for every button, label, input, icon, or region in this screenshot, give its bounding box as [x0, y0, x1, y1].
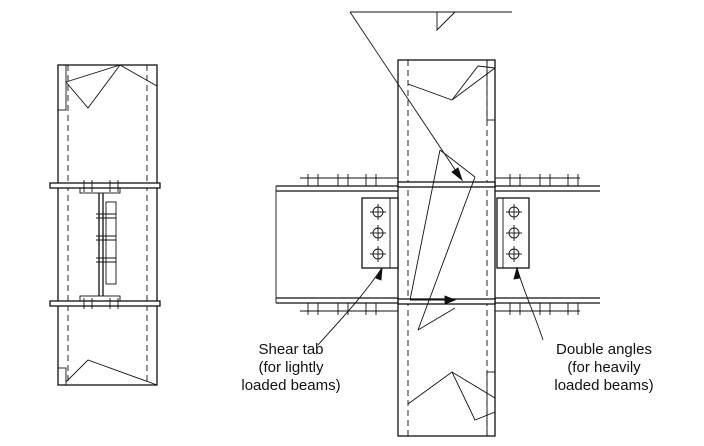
double-angles-label-line1: Double angles — [556, 341, 652, 358]
elevation-column — [397, 59, 496, 437]
double-angles-plate — [496, 197, 530, 269]
weld-callout — [349, 11, 512, 331]
right-beam — [495, 177, 600, 312]
shear-tab-label-line2: (for lightly — [258, 359, 324, 376]
shear-tab-label-line3: loaded beams) — [241, 377, 341, 394]
leader-lines — [317, 266, 544, 346]
shear-tab-label: Shear tab (for lightly loaded beams) — [238, 341, 344, 395]
double-angles-label-line2: (for heavily — [567, 359, 641, 376]
shear-tab-plate — [361, 197, 399, 269]
side-view-column — [57, 64, 158, 386]
flange-bolts — [307, 174, 579, 315]
double-angles-label: Double angles (for heavily loaded beams) — [538, 341, 670, 395]
shear-tab-label-line1: Shear tab — [258, 341, 324, 358]
side-view-beam-section — [49, 180, 161, 309]
double-angles-label-line3: loaded beams) — [554, 377, 654, 394]
left-beam — [275, 177, 398, 312]
